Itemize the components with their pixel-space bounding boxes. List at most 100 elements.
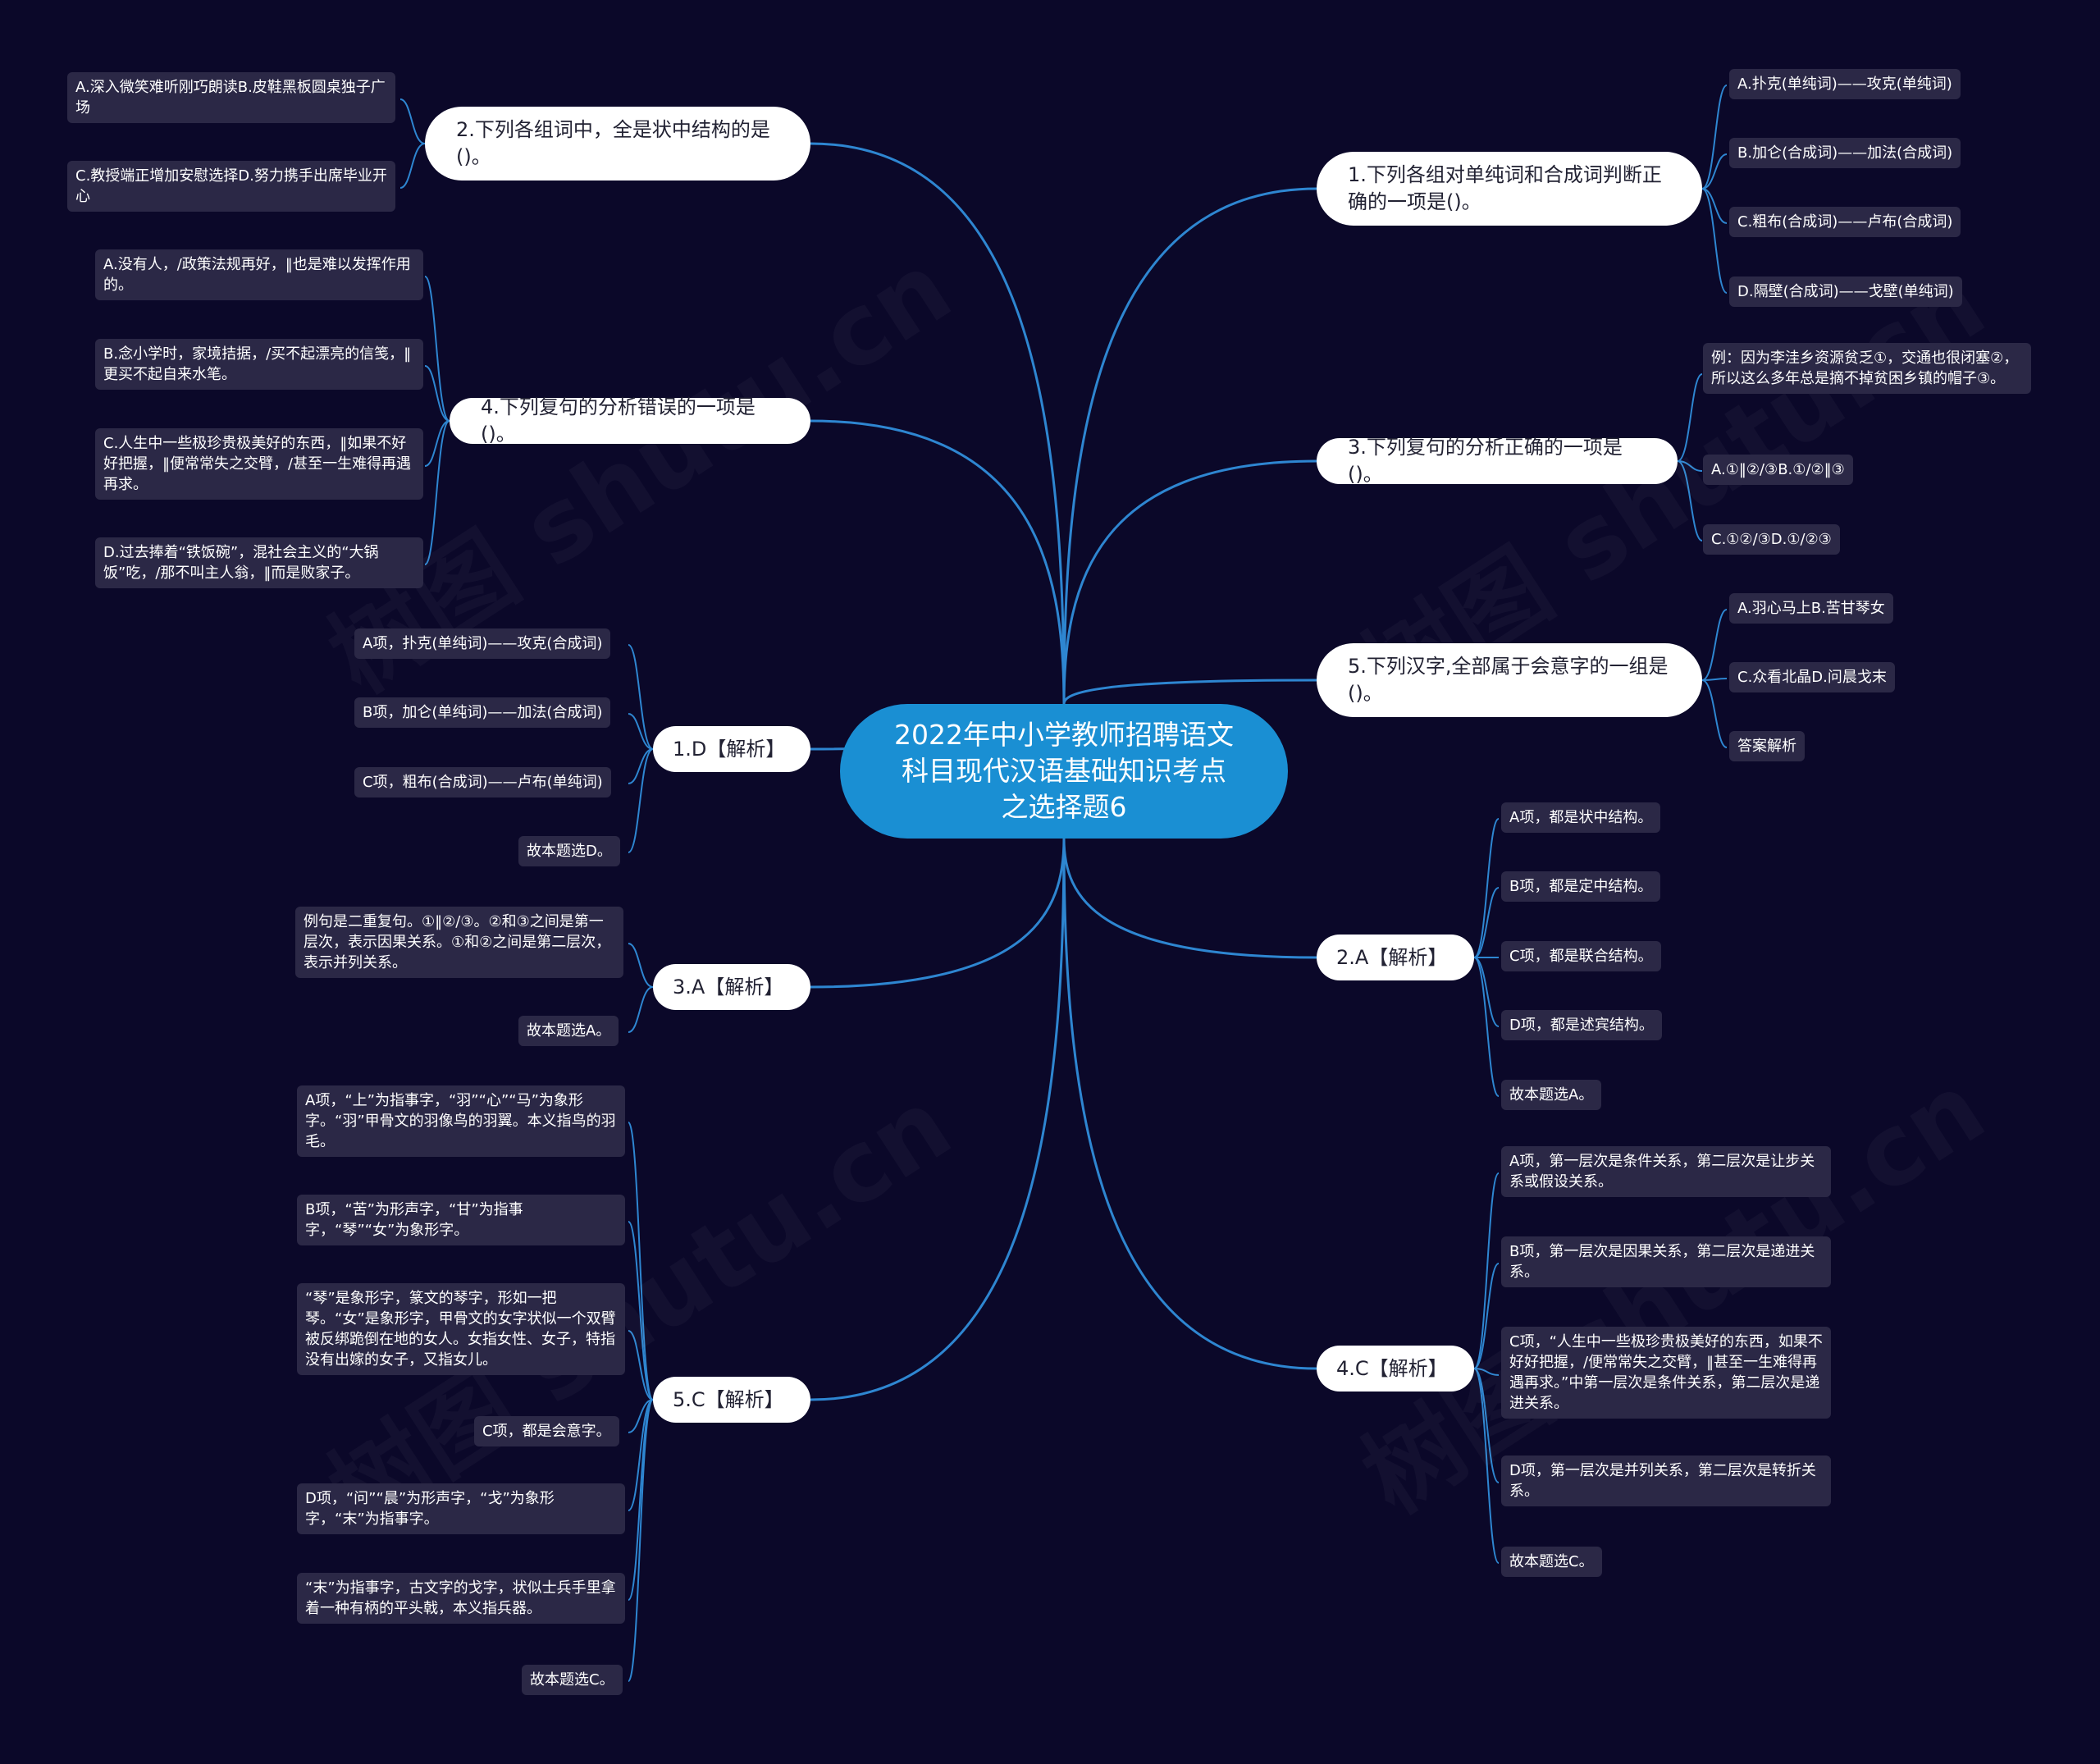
leaf-answer-label[interactable]: 答案解析 [1729,731,1805,761]
leaf-example: 例：因为李洼乡资源贫乏①，交通也很闭塞②，所以这么多年总是摘不掉贫困乡镇的帽子③… [1703,343,2031,394]
topic-answer-4[interactable]: 4.C【解析】 [1317,1346,1474,1392]
leaf-analysis: D项，第一层次是并列关系，第二层次是转折关系。 [1501,1456,1831,1506]
topic-question-5[interactable]: 5.下列汉字,全部属于会意字的一组是()。 [1317,643,1702,717]
leaf-analysis: D项，“问”“晨”为形声字，“戈”为象形字，“末”为指事字。 [297,1483,625,1534]
leaf-conclusion: 故本题选C。 [522,1665,623,1695]
leaf-analysis: B项，都是定中结构。 [1501,871,1661,902]
topic-title: 3.下列复句的分析正确的一项是()。 [1348,436,1623,486]
topic-question-2[interactable]: 2.下列各组词中，全是状中结构的是()。 [425,107,810,181]
topic-title: 2.下列各组词中，全是状中结构的是()。 [456,118,770,168]
connector-line [1701,678,1728,681]
connector-line [628,1122,654,1401]
leaf-analysis: B项，加仑(单纯词)——加法(合成词) [354,697,611,728]
connector-line [628,1399,654,1511]
leaf-option: A.①‖②/③B.①/②‖③ [1703,455,1853,485]
connector-line [1701,679,1728,748]
leaf-option: C.人生中一些极珍贵极美好的东西，‖如果不好好把握，‖便常常失之交臂，/甚至一生… [95,428,423,500]
leaf-conclusion: 故本题选D。 [518,836,620,866]
connector-line [1062,838,1317,1370]
connector-line [424,420,450,565]
connector-line [1701,85,1728,190]
connector-line [628,748,654,853]
leaf-analysis: “琴”是象形字，篆文的琴字，形如一把琴。“女”是象形字，甲骨文的女字状似一个双臂… [297,1283,625,1375]
topic-title: 4.下列复句的分析错误的一项是()。 [481,395,756,446]
leaf-analysis: C项，都是联合结构。 [1501,941,1661,971]
leaf-analysis: “末”为指事字，古文字的戈字，状似士兵手里拿着一种有柄的平头戟，本义指兵器。 [297,1573,625,1624]
leaf-analysis: B项，“苦”为形声字，“甘”为指事字，“琴”“女”为象形字。 [297,1195,625,1245]
leaf-option: A.羽心马上B.苦甘琴女 [1729,593,1893,624]
connector-line [628,1399,654,1682]
topic-answer-5[interactable]: 5.C【解析】 [653,1377,810,1423]
connector-line [628,748,654,784]
connector-line [628,644,654,750]
connector-line [1473,1368,1500,1564]
connector-line [1473,887,1500,958]
connector-line [1062,679,1317,705]
leaf-analysis: A项，都是状中结构。 [1501,802,1661,833]
leaf-conclusion: 故本题选A。 [518,1016,619,1046]
connector-line [424,420,450,467]
connector-line [424,365,450,422]
connector-line [628,943,654,988]
leaf-option: A.深入微笑难听刚巧朗读B.皮鞋黑板圆桌独子广场 [67,72,395,123]
connector-line [424,276,450,422]
topic-title: 2.A【解析】 [1336,945,1448,969]
leaf-option: C.教授端正增加安慰选择D.努力携手出席毕业开心 [67,161,395,212]
topic-answer-3[interactable]: 3.A【解析】 [653,964,810,1010]
topic-title: 5.下列汉字,全部属于会意字的一组是()。 [1348,655,1669,705]
connector-line [1473,1368,1500,1483]
leaf-analysis: C项，“人生中一些极珍贵极美好的东西，如果不好好把握，/便常常失之交臂，‖甚至一… [1501,1327,1831,1419]
leaf-option: C.粗布(合成词)——卢布(合成词) [1729,207,1961,237]
root-topic[interactable]: 2022年中小学教师招聘语文科目现代汉语基础知识考点之选择题6 [840,704,1288,839]
topic-answer-1[interactable]: 1.D【解析】 [653,726,810,772]
connector-line [1701,609,1728,681]
connector-line [810,838,1066,1401]
leaf-option: D.过去捧着“铁饭碗”，混社会主义的“大锅饭”吃，/那不叫主人翁，‖而是败家子。 [95,537,423,588]
topic-title: 4.C【解析】 [1336,1356,1448,1380]
connector-line [1062,459,1317,705]
leaf-analysis: B项，第一层次是因果关系，第二层次是递进关系。 [1501,1236,1831,1287]
topic-question-1[interactable]: 1.下列各组对单纯词和合成词判断正确的一项是()。 [1317,152,1702,226]
connector-line [1677,373,1703,462]
connector-line [810,838,1066,989]
connector-line [1473,1368,1500,1376]
root-title: 2022年中小学教师招聘语文科目现代汉语基础知识考点之选择题6 [894,719,1234,823]
connector-line [1677,460,1703,542]
leaf-analysis: A项，“上”为指事字，“羽”“心”“马”为象形字。“羽”甲骨文的羽像鸟的羽翼。本… [297,1085,625,1157]
connector-line [1473,957,1500,1027]
leaf-analysis: D项，都是述宾结构。 [1501,1010,1662,1040]
topic-title: 1.D【解析】 [673,737,786,761]
topic-answer-2[interactable]: 2.A【解析】 [1317,935,1474,980]
leaf-option: A.没有人，/政策法规再好，‖也是难以发挥作用的。 [95,249,423,300]
connector-line [810,142,1066,705]
leaf-analysis: C项，都是会意字。 [474,1416,619,1446]
leaf-option: D.隔壁(合成词)——戈壁(单纯词) [1729,276,1962,307]
connector-line [1701,188,1728,294]
leaf-option: B.念小学时，家境拮据，/买不起漂亮的信笺，‖更买不起自来水笔。 [95,339,423,390]
leaf-analysis: 例句是二重复句。①‖②/③。②和③之间是第一层次，表示因果关系。①和②之间是第二… [295,907,623,978]
leaf-analysis: C项，粗布(合成词)——卢布(单纯词) [354,767,611,797]
connector-line [1473,818,1500,958]
connector-line [628,1221,654,1401]
connector-line [628,1399,654,1433]
connector-line [1473,1172,1500,1369]
connector-line [628,713,654,750]
topic-question-4[interactable]: 4.下列复句的分析错误的一项是()。 [450,395,810,446]
topic-title: 5.C【解析】 [673,1387,784,1411]
leaf-option: A.扑克(单纯词)——攻克(单纯词) [1729,69,1961,99]
connector-line [1473,957,1500,1097]
topic-title: 3.A【解析】 [673,975,784,999]
connector-line [628,986,654,1033]
leaf-conclusion: 故本题选A。 [1501,1080,1602,1110]
connector-line [399,98,426,144]
topic-title: 1.下列各组对单纯词和合成词判断正确的一项是()。 [1348,163,1662,213]
leaf-option: B.加仑(合成词)——加法(合成词) [1729,138,1961,168]
connector-line [1701,188,1728,224]
topic-question-3[interactable]: 3.下列复句的分析正确的一项是()。 [1317,436,1678,486]
connector-line [1677,460,1703,472]
connector-line [1062,187,1317,705]
connector-line [399,143,426,189]
leaf-option: C.众看北晶D.问晨戈末 [1729,662,1895,692]
